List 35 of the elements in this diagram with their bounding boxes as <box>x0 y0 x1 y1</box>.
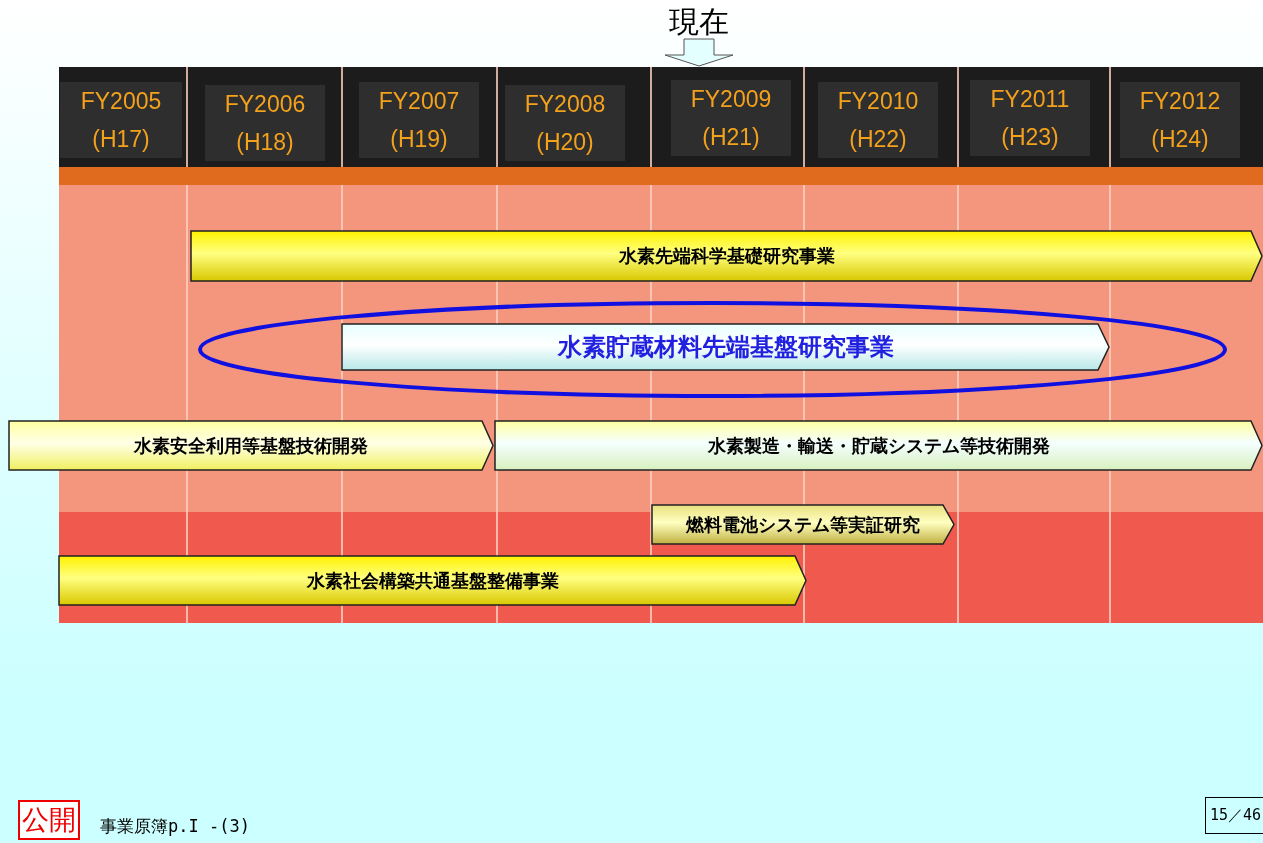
year-text: FY2010 <box>836 87 920 115</box>
page-number: 15／46 <box>1205 797 1263 834</box>
timeline-arrow-bar <box>58 555 807 606</box>
year-text: (H18) <box>235 128 295 156</box>
timeline-arrow-bar <box>341 323 1110 371</box>
bar-label: 水素社会構築共通基盤整備事業 <box>305 568 560 593</box>
timeline-arrow-bar <box>8 420 494 471</box>
reference-note: 事業原簿p.I -(3) <box>100 815 250 838</box>
highlight-ellipse <box>198 301 1227 398</box>
year-text: FY2007 <box>377 87 461 115</box>
bar-label: 水素製造・輸送・貯蔵システム等技術開発 <box>706 433 1051 458</box>
fiscal-year-cell <box>60 82 182 158</box>
timeline-arrow-bar <box>190 230 1263 282</box>
bar-label: 水素貯蔵材料先端基盤研究事業 <box>556 332 895 363</box>
now-marker-label: 現在 <box>662 2 736 38</box>
year-text: FY2009 <box>689 85 773 113</box>
year-text: (H21) <box>701 123 761 151</box>
bar-label: 燃料電池システム等実証研究 <box>685 512 921 537</box>
year-text: (H22) <box>848 125 908 153</box>
year-text: FY2011 <box>989 85 1071 113</box>
bar-label: 水素安全利用等基盤技術開発 <box>132 433 369 458</box>
year-text: FY2012 <box>1138 87 1222 115</box>
year-text: (H23) <box>1000 123 1060 151</box>
down-arrow <box>664 38 734 67</box>
timeline-arrow-bar <box>494 420 1263 471</box>
year-text: (H24) <box>1150 125 1210 153</box>
year-text: FY2008 <box>523 90 607 118</box>
year-text: (H20) <box>535 128 595 156</box>
year-text: (H19) <box>389 125 449 153</box>
public-stamp: 公開 <box>18 800 80 840</box>
year-text: FY2005 <box>79 87 163 115</box>
year-text: (H17) <box>91 125 151 153</box>
bar-label: 水素先端科学基礎研究事業 <box>617 244 836 268</box>
timeline-arrow-bar <box>651 504 955 545</box>
year-text: FY2006 <box>223 90 307 118</box>
